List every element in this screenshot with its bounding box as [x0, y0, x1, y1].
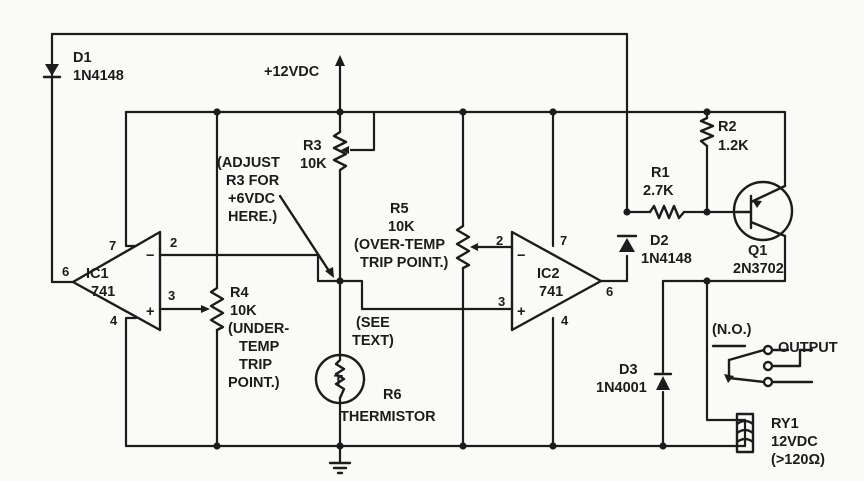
ic2-output-wire	[599, 254, 629, 283]
ic1-pin-4: 4	[110, 313, 118, 328]
r3-value-label: 10K	[300, 156, 327, 172]
r4-note-line-2: TEMP	[239, 339, 280, 355]
d1-diode-icon	[42, 64, 62, 79]
labels: +12VDC D1 1N4148 R3 10K R2 1.2K R1 2.7K …	[62, 50, 838, 468]
ic2-pin-4: 4	[561, 313, 569, 328]
ic2-pin-3: 3	[498, 294, 505, 309]
q1-collector-wire	[661, 234, 787, 374]
d1-ref-label: D1	[73, 50, 92, 66]
ic1-inverting-wire	[158, 253, 342, 283]
relay-rating-label: 12VDC	[771, 434, 818, 450]
wires	[50, 32, 787, 465]
d3-diode-icon	[653, 372, 673, 390]
positive-rail-wire	[124, 110, 787, 188]
r4-note-line-3: TRIP	[239, 357, 272, 373]
relay-contacts-icon	[711, 344, 814, 388]
r1-resistor-icon	[648, 204, 686, 220]
d3-ref-label: D3	[619, 362, 638, 378]
adjust-note-line-3: +6VDC	[228, 191, 276, 207]
ic1-ref-label: IC1	[86, 266, 109, 282]
r4-ref-label: R4	[230, 285, 249, 301]
relay-ref-label: RY1	[771, 416, 799, 432]
r2-value-label: 1.2K	[718, 138, 749, 154]
ic2-pin-6: 6	[606, 284, 613, 299]
adjust-note-line-2: R3 FOR	[226, 173, 280, 189]
ic2-ref-label: IC2	[537, 266, 560, 282]
ic2-pin-2: 2	[496, 233, 503, 248]
ic1-part-label: 741	[91, 284, 115, 300]
r5-value-label: 10K	[388, 219, 415, 235]
relay-output-label: OUTPUT	[778, 340, 838, 356]
r1-ref-label: R1	[651, 165, 670, 181]
ic1-minus-sign: −	[146, 248, 154, 264]
relay-contact-label: (N.O.)	[712, 322, 752, 338]
adjust-note-line-4: HERE.)	[228, 209, 277, 225]
r5-potentiometer-icon	[453, 224, 478, 270]
thermistor-symbol-label: T	[334, 373, 343, 389]
adjust-note-arrowhead-icon	[325, 267, 334, 278]
supply-arrow-icon	[335, 55, 345, 66]
ic1-pin-7: 7	[109, 238, 116, 253]
d3-part-label: 1N4001	[596, 380, 647, 396]
feedback-wire	[50, 32, 629, 284]
d1-part-label: 1N4148	[73, 68, 124, 84]
ic1-pin-6: 6	[62, 264, 69, 279]
q1-ref-label: Q1	[748, 243, 767, 259]
ic1-pin-2: 2	[170, 235, 177, 250]
r3-potentiometer-icon	[330, 130, 350, 172]
relay-coil-label: (>120Ω)	[771, 452, 825, 468]
ic1-opamp-icon	[71, 230, 162, 332]
ic2-plus-sign: +	[517, 304, 525, 320]
r4-potentiometer-icon	[201, 286, 227, 332]
r5-ref-label: R5	[390, 201, 409, 217]
r2-ref-label: R2	[718, 119, 737, 135]
adjust-note-line-1: (ADJUST	[217, 155, 280, 171]
thermistor-icon	[314, 353, 366, 405]
ic2-part-label: 741	[539, 284, 563, 300]
r5-note-line-1: (OVER-TEMP	[354, 237, 445, 253]
supply-label: +12VDC	[264, 64, 320, 80]
r4-note-line-1: (UNDER-	[228, 321, 289, 337]
relay-coil-icon	[735, 412, 755, 454]
d2-part-label: 1N4148	[641, 251, 692, 267]
relay-coil-top-wire	[705, 279, 747, 422]
r6-ref-label: R6	[383, 387, 402, 403]
ic2-opamp-icon	[510, 230, 603, 332]
r4-note-line-4: POINT.)	[228, 375, 280, 391]
q1-part-label: 2N3702	[733, 261, 784, 277]
r6-part-label: THERMISTOR	[340, 409, 436, 425]
see-text-note-line-1: (SEE	[356, 315, 390, 331]
r3-ref-label: R3	[303, 138, 322, 154]
d2-ref-label: D2	[650, 233, 669, 249]
r1-value-label: 2.7K	[643, 183, 674, 199]
r2-resistor-icon	[699, 116, 715, 148]
see-text-note-line-2: TEXT)	[352, 333, 394, 349]
ic1-pin-3: 3	[168, 288, 175, 303]
ic2-noninverting-wire	[338, 279, 514, 311]
adjust-note-pointer	[278, 194, 333, 276]
r5-note-line-2: TRIP POINT.)	[360, 255, 449, 271]
r4-value-label: 10K	[230, 303, 257, 319]
ic2-pin-7: 7	[560, 233, 567, 248]
ic1-vminus-wire	[124, 316, 138, 448]
junction-dots	[213, 108, 711, 450]
q1-transistor-icon	[732, 180, 794, 242]
ground-symbol-icon	[328, 461, 352, 475]
d2-diode-icon	[616, 234, 638, 252]
r3-wiper-wire	[347, 110, 376, 152]
ic2-minus-sign: −	[517, 248, 525, 264]
ic1-vplus-wire	[124, 110, 138, 248]
ic1-plus-sign: +	[146, 304, 154, 320]
